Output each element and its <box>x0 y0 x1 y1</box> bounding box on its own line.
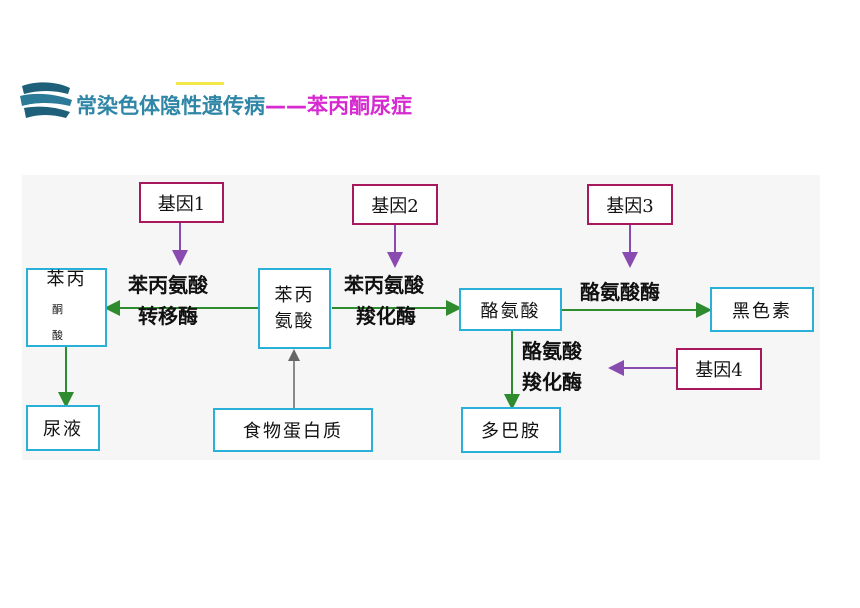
gene4-label: 基因4 <box>695 360 743 381</box>
title-highlight-bar <box>176 82 224 85</box>
enzyme-tyrosinase: 酪氨酸酶 <box>580 277 660 308</box>
phenylalanine-line1: 苯丙 <box>274 284 315 306</box>
dopamine-box: 多巴胺 <box>461 407 561 453</box>
gene3-label: 基因3 <box>606 195 654 217</box>
phenylalanine-box: 苯丙 氨酸 <box>258 268 331 349</box>
enzyme-tyrosine-hydroxylase-line1: 酪氨酸 <box>522 339 582 363</box>
food-protein-label: 食物蛋白质 <box>243 421 343 442</box>
gene2-box: 基因2 <box>352 184 438 225</box>
melanin-label: 黑色素 <box>732 300 792 322</box>
page-title: 常染色体隐性遗传病——苯丙酮尿症 <box>76 93 412 119</box>
gene1-box: 基因1 <box>139 182 224 223</box>
enzyme-hydroxylase: 苯丙氨酸 羧化酶 <box>344 270 424 332</box>
enzyme-tyrosine-hydroxylase-line2: 羧化酶 <box>522 370 582 394</box>
urine-label: 尿液 <box>43 419 83 440</box>
enzyme-transaminase-line1: 苯丙氨酸 <box>128 273 208 297</box>
food-protein-box: 食物蛋白质 <box>213 408 373 452</box>
melanin-box: 黑色素 <box>710 287 814 332</box>
title-dash: —— <box>265 94 307 118</box>
enzyme-hydroxylase-line2: 羧化酶 <box>356 304 416 328</box>
gene4-box: 基因4 <box>676 348 762 390</box>
urine-box: 尿液 <box>26 405 100 451</box>
enzyme-transaminase-line2: 转移酶 <box>138 304 198 328</box>
enzyme-tyrosinase-label: 酪氨酸酶 <box>580 280 660 304</box>
dopamine-label: 多巴胺 <box>481 421 541 442</box>
gene1-label: 基因1 <box>157 193 206 215</box>
phenylpyruvic-line1: 苯丙 <box>46 268 87 290</box>
gene2-label: 基因2 <box>371 195 419 217</box>
title-part2: 苯丙酮尿症 <box>307 94 412 118</box>
title-part1: 常染色体隐性遗传病 <box>76 94 265 118</box>
enzyme-transaminase: 苯丙氨酸 转移酶 <box>128 270 208 332</box>
enzyme-hydroxylase-line1: 苯丙氨酸 <box>344 273 424 297</box>
gene3-box: 基因3 <box>587 184 673 225</box>
phenylpyruvic-acid-box: 苯丙 酮 酸 <box>26 268 107 347</box>
tyrosine-box: 酪氨酸 <box>459 288 562 331</box>
phenylalanine-line2: 氨酸 <box>274 310 315 332</box>
brush-stroke-icon <box>20 82 72 118</box>
enzyme-tyrosine-hydroxylase: 酪氨酸 羧化酶 <box>522 336 582 398</box>
tyrosine-label: 酪氨酸 <box>480 300 541 322</box>
phenylpyruvic-line2: 酮 酸 <box>52 302 81 342</box>
